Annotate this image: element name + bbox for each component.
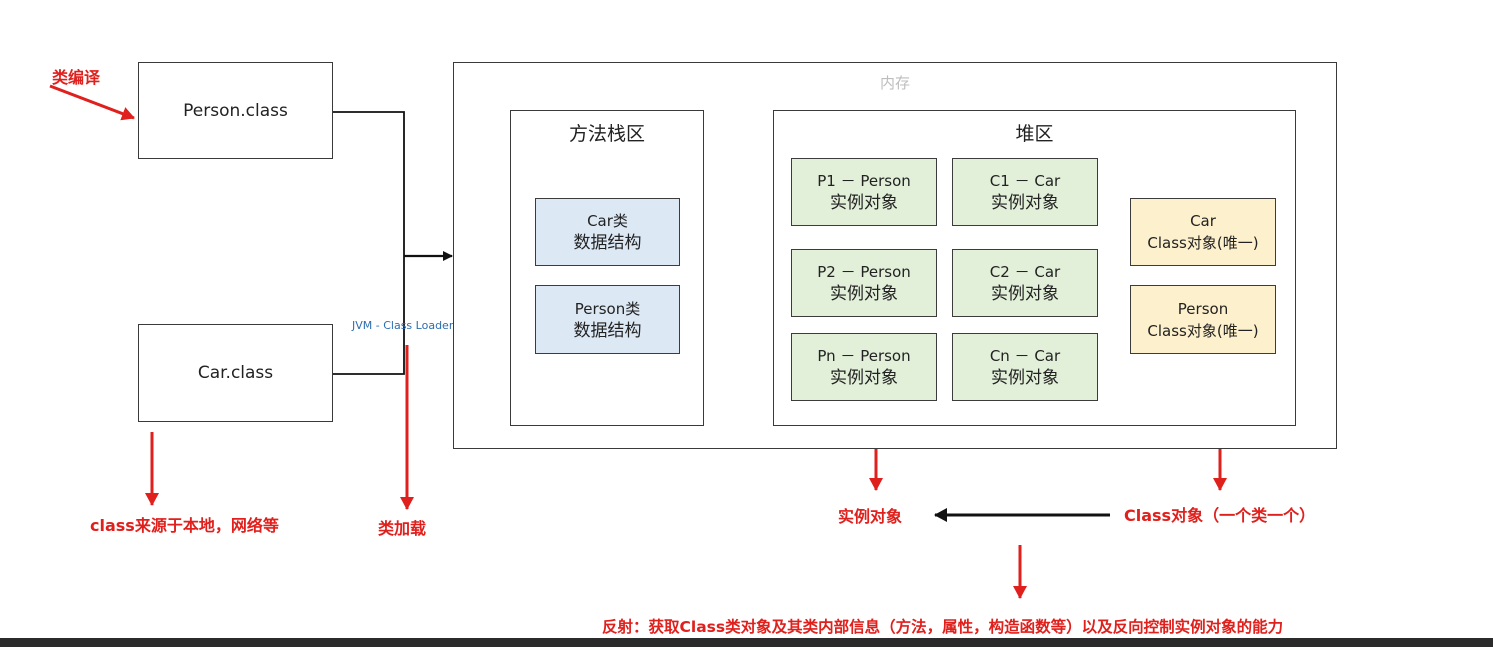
instance-c1: C1 － Car 实例对象 bbox=[952, 158, 1098, 226]
method-area-title: 方法栈区 bbox=[568, 123, 645, 145]
instance-cn: Cn － Car 实例对象 bbox=[952, 333, 1098, 401]
person-class-object-line1: Person bbox=[1177, 299, 1229, 318]
person-class-object: Person Class对象(唯一) bbox=[1130, 285, 1276, 354]
instance-p2: P2 － Person 实例对象 bbox=[791, 249, 937, 317]
compile-arrow bbox=[49, 84, 135, 121]
instance-c1-line2: 实例对象 bbox=[991, 193, 1059, 213]
person-class-connector bbox=[333, 111, 405, 256]
compile-note: 类编译 bbox=[52, 68, 101, 87]
person-class-file: Person.class bbox=[138, 62, 333, 159]
instance-cn-line1: Cn － Car bbox=[989, 347, 1061, 365]
instance-c2-line2: 实例对象 bbox=[991, 284, 1059, 304]
person-class-label: Person.class bbox=[183, 100, 288, 121]
person-structure-line1: Person类 bbox=[574, 299, 641, 318]
instance-p1-line2: 实例对象 bbox=[830, 193, 898, 213]
memory-label: 内存 bbox=[879, 74, 910, 92]
person-class-object-line2: Class对象(唯一) bbox=[1147, 321, 1259, 340]
instance-c2-line1: C2 － Car bbox=[989, 263, 1061, 281]
car-structure-line1: Car类 bbox=[587, 212, 628, 230]
instance-cn-line2: 实例对象 bbox=[991, 368, 1059, 388]
instance-note: 实例对象 bbox=[838, 507, 903, 526]
instance-p1: P1 － Person 实例对象 bbox=[791, 158, 937, 226]
instance-p2-line2: 实例对象 bbox=[830, 284, 898, 304]
loading-note: 类加载 bbox=[378, 519, 427, 538]
bottom-bar bbox=[0, 638, 1493, 647]
class-loader-label: JVM - Class Loader bbox=[352, 319, 454, 332]
source-note: class来源于本地，网络等 bbox=[90, 516, 279, 535]
car-structure-line2: 数据结构 bbox=[573, 233, 642, 253]
car-class-object-line2: Class对象(唯一) bbox=[1147, 234, 1259, 252]
heap-title: 堆区 bbox=[1015, 123, 1054, 145]
instance-pn-line1: Pn － Person bbox=[817, 347, 911, 365]
reflection-note: 反射：获取Class类对象及其类内部信息（方法，属性，构造函数等）以及反向控制实… bbox=[602, 618, 1284, 636]
car-class-object-line1: Car bbox=[1190, 212, 1216, 230]
person-structure-line2: 数据结构 bbox=[573, 320, 642, 341]
car-class-label: Car.class bbox=[197, 363, 274, 383]
car-class-file: Car.class bbox=[138, 324, 333, 422]
instance-p2-line1: P2 － Person bbox=[817, 263, 911, 281]
instance-c2: C2 － Car 实例对象 bbox=[952, 249, 1098, 317]
instance-c1-line1: C1 － Car bbox=[989, 172, 1061, 190]
car-class-object: Car Class对象(唯一) bbox=[1130, 198, 1276, 266]
car-class-connector bbox=[333, 256, 405, 375]
method-area: 方法栈区 bbox=[510, 110, 704, 426]
instance-pn: Pn － Person 实例对象 bbox=[791, 333, 937, 401]
car-class-structure: Car类 数据结构 bbox=[535, 198, 680, 266]
instance-p1-line1: P1 － Person bbox=[817, 172, 911, 190]
instance-pn-line2: 实例对象 bbox=[830, 368, 898, 388]
class-object-note: Class对象（一个类一个） bbox=[1124, 506, 1316, 525]
person-class-structure: Person类 数据结构 bbox=[535, 285, 680, 354]
